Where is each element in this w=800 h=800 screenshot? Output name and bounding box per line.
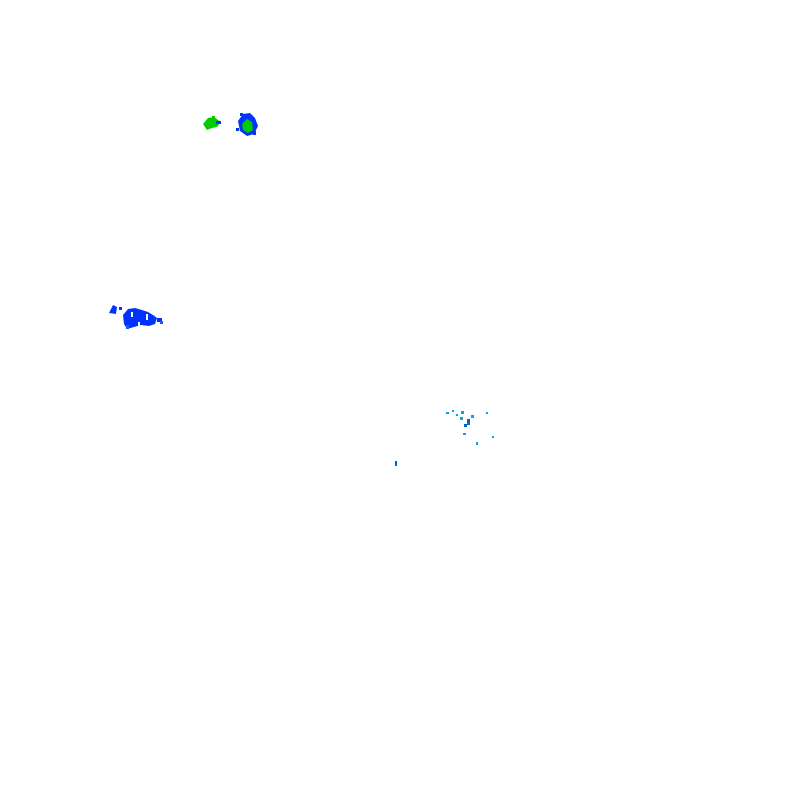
precip-fragment bbox=[160, 321, 163, 324]
precip-speckles-east bbox=[395, 410, 494, 466]
precip-fragment bbox=[476, 442, 478, 445]
precip-fragment bbox=[486, 412, 488, 414]
precip-fragment bbox=[212, 116, 215, 119]
precip-fragment bbox=[131, 312, 133, 317]
precip-fragment bbox=[395, 461, 397, 466]
precip-fragment bbox=[492, 436, 494, 438]
precip-fragment bbox=[463, 433, 466, 435]
precip-fragment bbox=[461, 411, 464, 414]
precip-fragment bbox=[119, 307, 122, 310]
precip-fragment bbox=[216, 121, 221, 124]
precip-cell-mixed-east bbox=[236, 113, 258, 136]
precip-fragment bbox=[236, 128, 239, 131]
precip-fragment bbox=[240, 113, 243, 116]
precip-cell-green-west bbox=[203, 116, 221, 130]
precip-fragment bbox=[157, 318, 162, 322]
precip-fragment bbox=[146, 314, 148, 320]
precip-fragment bbox=[109, 305, 117, 314]
precip-fragment bbox=[467, 419, 470, 425]
precip-fragment bbox=[242, 119, 253, 133]
precip-fragment bbox=[446, 412, 449, 414]
precip-fragment bbox=[138, 322, 140, 327]
precip-fragment bbox=[126, 325, 129, 329]
precip-band-west bbox=[109, 305, 163, 329]
precip-fragment bbox=[253, 131, 256, 135]
precip-fragment bbox=[203, 117, 221, 130]
precip-fragment bbox=[452, 410, 454, 412]
precip-fragment bbox=[456, 414, 458, 416]
precip-fragment bbox=[460, 417, 463, 420]
precip-fragment bbox=[471, 415, 474, 418]
precip-fragment bbox=[464, 424, 467, 427]
